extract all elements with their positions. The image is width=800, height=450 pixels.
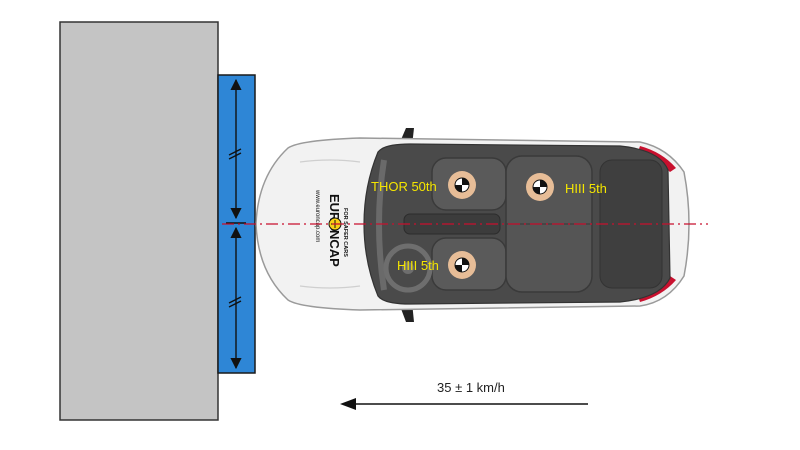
logo-website: www.euroncap.com	[314, 189, 320, 242]
barrier-wall	[59, 21, 219, 421]
dummy-head-rear	[526, 173, 554, 201]
dummy-label-rear: HIII 5th	[565, 181, 607, 196]
dummy-label-driver: THOR 50th	[371, 179, 437, 194]
logo-line2: NCAP	[327, 230, 342, 267]
speed-label: 35 ± 1 km/h	[437, 380, 505, 395]
hood-line	[299, 159, 361, 289]
trunk-area	[599, 159, 663, 289]
direction-arrow-icon	[340, 398, 588, 410]
dummy-label-passenger: HIII 5th	[397, 258, 439, 273]
logo-tagline: FOR SAFER CARS	[342, 208, 348, 257]
euroncap-logo: EURO NCAP FOR SAFER CARS www.euroncap.co…	[314, 189, 348, 267]
barrier-dimension-lines	[226, 78, 246, 370]
steering-wheel	[383, 243, 433, 293]
dummy-head-passenger	[448, 251, 476, 279]
dummy-head-driver	[448, 171, 476, 199]
